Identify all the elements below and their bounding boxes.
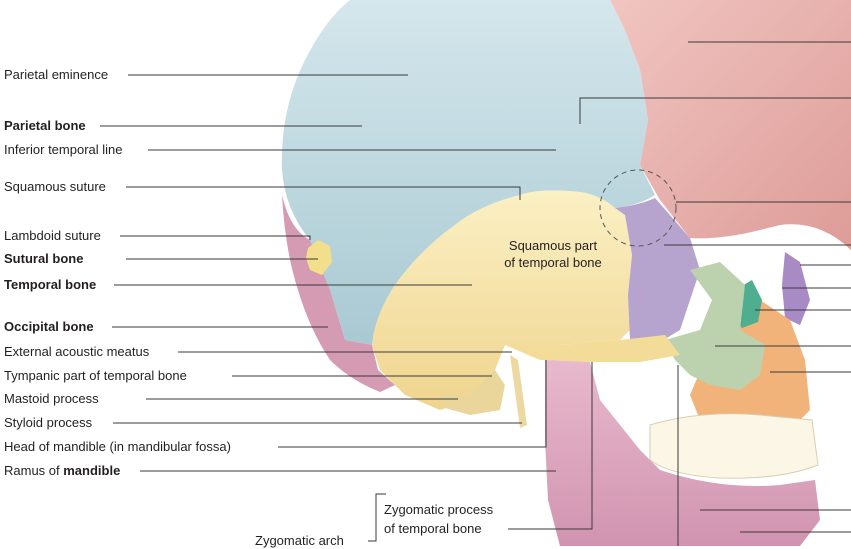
mastoid-shape (440, 370, 505, 415)
label-mastoid-process: Mastoid process (4, 391, 99, 406)
label-head-of-mandible: Head of mandible (in mandibular fossa) (4, 439, 231, 454)
label-squamous-part: Squamous part of temporal bone (478, 237, 628, 271)
label-ramus-of-mandible: Ramus of mandible (4, 463, 120, 479)
zygomatic-arch-shape (505, 335, 680, 362)
mandible-bone (545, 360, 820, 546)
label-squamous-suture: Squamous suture (4, 179, 106, 194)
sphenoid-bone (615, 198, 700, 345)
label-zygomatic-process-line2: of temporal bone (384, 521, 482, 536)
styloid-shape (510, 355, 527, 428)
temporal-bone (372, 190, 632, 410)
label-external-acoustic-meatus: External acoustic meatus (4, 344, 150, 359)
squamous-part-line2: of temporal bone (504, 255, 602, 270)
label-temporal-bone: Temporal bone (4, 277, 97, 292)
ramus-prefix: Ramus of (4, 463, 64, 478)
squamous-part-line1: Squamous part (508, 238, 598, 253)
label-styloid-process: Styloid process (4, 415, 93, 430)
ramus-bold-word: mandible (63, 463, 121, 478)
label-tympanic-part: Tympanic part of temporal bone (4, 368, 187, 383)
label-zygomatic-arch: Zygomatic arch (255, 533, 344, 548)
sutural-bone-shape (306, 240, 332, 275)
label-lambdoid-suture: Lambdoid suture (4, 228, 101, 243)
occipital-bone (282, 195, 395, 392)
label-sutural-bone: Sutural bone (4, 251, 84, 266)
teeth (649, 413, 819, 479)
label-parietal-bone: Parietal bone (4, 118, 86, 133)
label-zygomatic-process-line1: Zygomatic process (384, 502, 494, 517)
pterion-circle (599, 169, 677, 247)
label-inferior-temporal-line: Inferior temporal line (4, 142, 123, 157)
label-occipital-bone: Occipital bone (4, 319, 94, 334)
label-parietal-eminence: Parietal eminence (4, 67, 109, 82)
parietal-bone (281, 0, 655, 345)
zygomatic-bone (665, 262, 765, 390)
